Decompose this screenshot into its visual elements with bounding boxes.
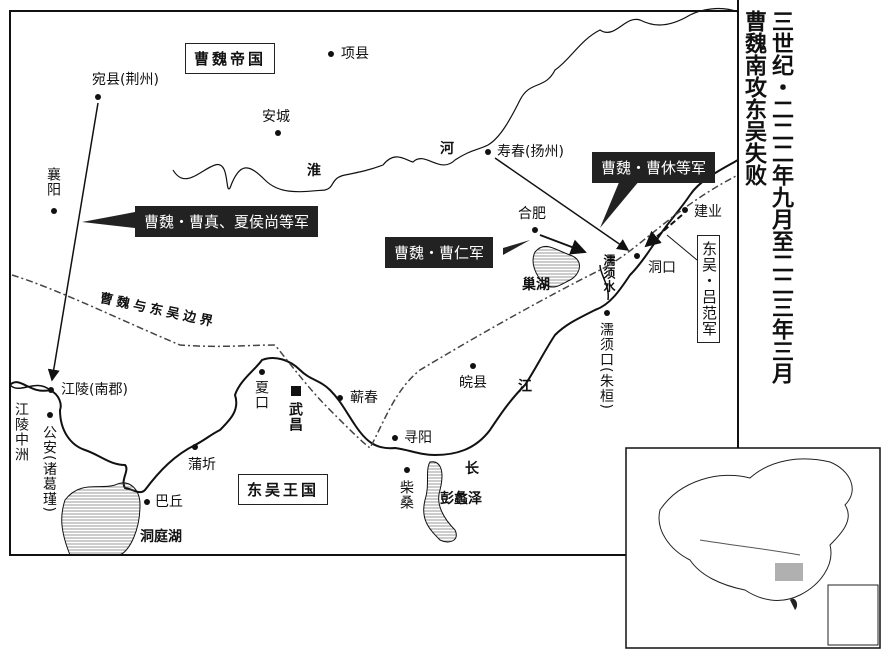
lv-fan-route: [644, 214, 683, 248]
place-puqi: 蒲圻: [188, 457, 216, 473]
army-lv-fan: 东吴・吕范军: [697, 235, 720, 343]
place-jiangling-zhongzhou: 江陵中洲: [13, 402, 29, 462]
place-qichun: 蕲春: [350, 390, 378, 406]
place-wuchang: 武昌: [287, 402, 303, 432]
river-label-he: 河: [440, 141, 454, 157]
river-label-huai: 淮: [307, 163, 321, 179]
place-xunyang: 寻阳: [404, 430, 432, 446]
map-title-date: 三世纪・二二二年九月至二二三年三月: [768, 10, 794, 384]
map-title: 曹魏南攻东吴失败: [741, 10, 767, 186]
place-baqiu: 巴丘: [155, 494, 183, 510]
lake-label-pengli: 彭蠡泽: [440, 491, 482, 507]
place-chaisang: 柴桑: [398, 480, 414, 510]
yangtze-river: [9, 159, 739, 494]
place-jianye: 建业: [694, 204, 722, 220]
place-ancheng: 安城: [262, 109, 290, 125]
place-wan: 宛县(荆州): [92, 72, 159, 88]
river-label-ruxu: 濡须水: [602, 254, 616, 293]
china-inset-map: [625, 447, 881, 649]
lake-label-chao: 巢湖: [522, 277, 550, 293]
chao-lake: [532, 245, 580, 288]
army-cao-xiu: 曹魏・曹休等军: [592, 152, 716, 183]
ruxu-river: [599, 264, 609, 301]
place-xiang: 项县: [341, 46, 369, 62]
place-shouchun: 寿春(扬州): [497, 144, 564, 160]
place-ruxukou: 濡须口(朱桓): [598, 322, 614, 410]
river-label-jiang: 江: [518, 379, 532, 395]
pengli-lake: [423, 461, 457, 543]
cao-xiu-route: [494, 157, 630, 251]
place-xiakou: 夏口: [253, 380, 269, 410]
cao-ren-route: [539, 234, 587, 255]
place-dongkou: 洞口: [648, 260, 676, 276]
huai-river: [172, 7, 739, 193]
region-wei: 曹魏帝国: [185, 43, 276, 74]
cao-zhen-route: [47, 102, 99, 382]
border-line: [11, 174, 739, 450]
place-hefei: 合肥: [518, 206, 546, 222]
place-jiangling: 江陵(南郡): [61, 382, 128, 398]
place-xiangyang: 襄阳: [45, 167, 61, 197]
city-dots: [47, 51, 688, 505]
place-gongan: 公安(诸葛瑾): [41, 425, 57, 513]
lake-label-dongting: 洞庭湖: [140, 529, 182, 545]
army-cao-ren: 曹魏・曹仁军: [385, 237, 494, 268]
region-wu: 东吴王国: [238, 474, 329, 505]
dongting-lake: [61, 482, 141, 556]
river-label-chang: 长: [465, 461, 479, 477]
place-wan-county: 皖县: [459, 375, 487, 391]
army-cao-zhen: 曹魏・曹真、夏侯尚等军: [135, 206, 319, 237]
